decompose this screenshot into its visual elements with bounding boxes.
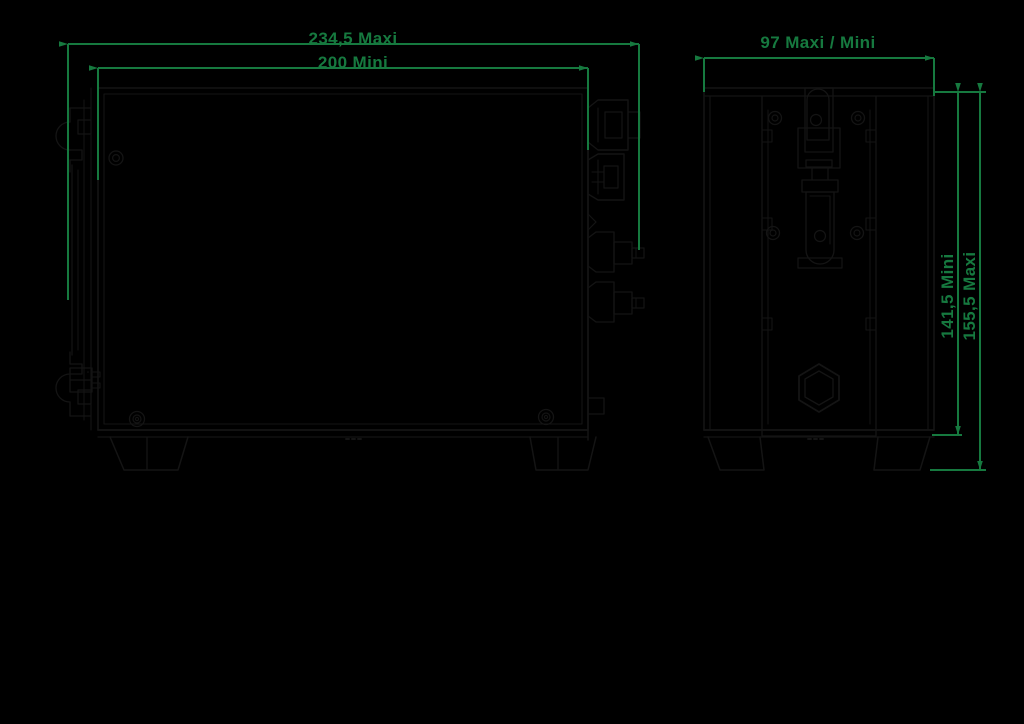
hex-nut-inner [804, 370, 834, 406]
connector-round-lower-base [587, 281, 615, 323]
side-screw-bottom-right-outer [537, 408, 555, 426]
side-left-hook-top [55, 121, 71, 151]
front-tab-right-upper [865, 129, 877, 143]
front-latch-upper-frame [804, 87, 834, 153]
connector-dsub-lower-key [591, 171, 605, 183]
connector-round-lower-tip [631, 297, 645, 309]
dim-label-depth: 97 Maxi / Mini [760, 33, 875, 52]
side-left-mount-tab-lower [91, 382, 101, 389]
side-view-group [55, 87, 645, 471]
front-latch-lower-slot [797, 257, 843, 269]
side-right-bevel [587, 213, 597, 231]
front-latch-upper-slot [805, 159, 833, 168]
side-screw-top-left-inner [111, 154, 120, 163]
connector-round-upper-barrel [613, 241, 633, 265]
side-left-hook-top-tail [69, 149, 83, 161]
front-tab-left-upper [761, 129, 773, 143]
front-latch-lower-inner [809, 195, 831, 245]
front-screw-lower-right-outer [849, 225, 865, 241]
dimension-layer [59, 41, 986, 471]
connector-round-upper-base [587, 231, 615, 273]
side-left-hook-bottom [55, 373, 71, 403]
front-screw-lower-left-outer [765, 225, 781, 241]
hex-nut-outer [798, 363, 840, 413]
side-screw-bottom-right-mid [541, 412, 551, 422]
front-tab-right-lower [865, 317, 877, 331]
side-left-bracket-top-pad [77, 119, 92, 135]
side-left-mount-tab-upper [91, 371, 101, 378]
front-foot-left [707, 436, 765, 471]
front-view-group [703, 87, 935, 471]
side-body-inner-panel [103, 93, 583, 425]
front-latch-upper-pivot [809, 113, 823, 127]
side-left-hook-bottom-tail [69, 363, 83, 375]
side-screw-bottom-left-inner [134, 416, 140, 422]
front-screw-upper-left-inner [771, 114, 779, 122]
front-screw-upper-right-outer [850, 110, 866, 126]
front-screw-upper-right-inner [854, 114, 862, 122]
side-screw-bottom-right-inner [543, 414, 549, 420]
side-screw-top-left-outer [108, 150, 124, 166]
front-latch-lower-tongue [805, 191, 835, 265]
dim-label-width-mini: 200 Mini [318, 53, 388, 72]
side-screw-bottom-left-mid [132, 414, 142, 424]
side-screw-bottom-left-outer [128, 410, 146, 428]
front-latch-upper-tongue [806, 88, 830, 141]
side-foot-right [529, 436, 597, 471]
side-left-bracket-bottom-pad [77, 389, 92, 405]
side-left-mount-block [69, 367, 93, 393]
front-screw-lower-right-inner [853, 229, 861, 237]
dim-label-height-maxi: 155,5 Maxi [960, 251, 979, 340]
front-latch-upper-housing [797, 127, 841, 169]
front-latch-lower-pivot [813, 229, 827, 243]
front-tab-right-mid [865, 217, 877, 231]
dimension-text-layer: 234,5 Maxi 200 Mini 97 Maxi / Mini 141,5… [308, 29, 979, 341]
dim-label-height-mini: 141,5 Mini [938, 253, 957, 338]
side-foot-left [109, 436, 189, 471]
front-screw-lower-left-inner [769, 229, 777, 237]
connector-round-lower-barrel [613, 291, 633, 315]
dim-label-width-maxi: 234,5 Maxi [308, 29, 397, 48]
front-foot-right [873, 436, 931, 471]
front-latch-lower-cap [801, 179, 839, 193]
connector-dsub-lower-shell [587, 153, 625, 201]
front-tab-left-lower [761, 317, 773, 331]
side-right-small-port [587, 397, 605, 415]
front-screw-upper-left-outer [767, 110, 783, 126]
connector-dsub-upper-body [604, 111, 623, 139]
